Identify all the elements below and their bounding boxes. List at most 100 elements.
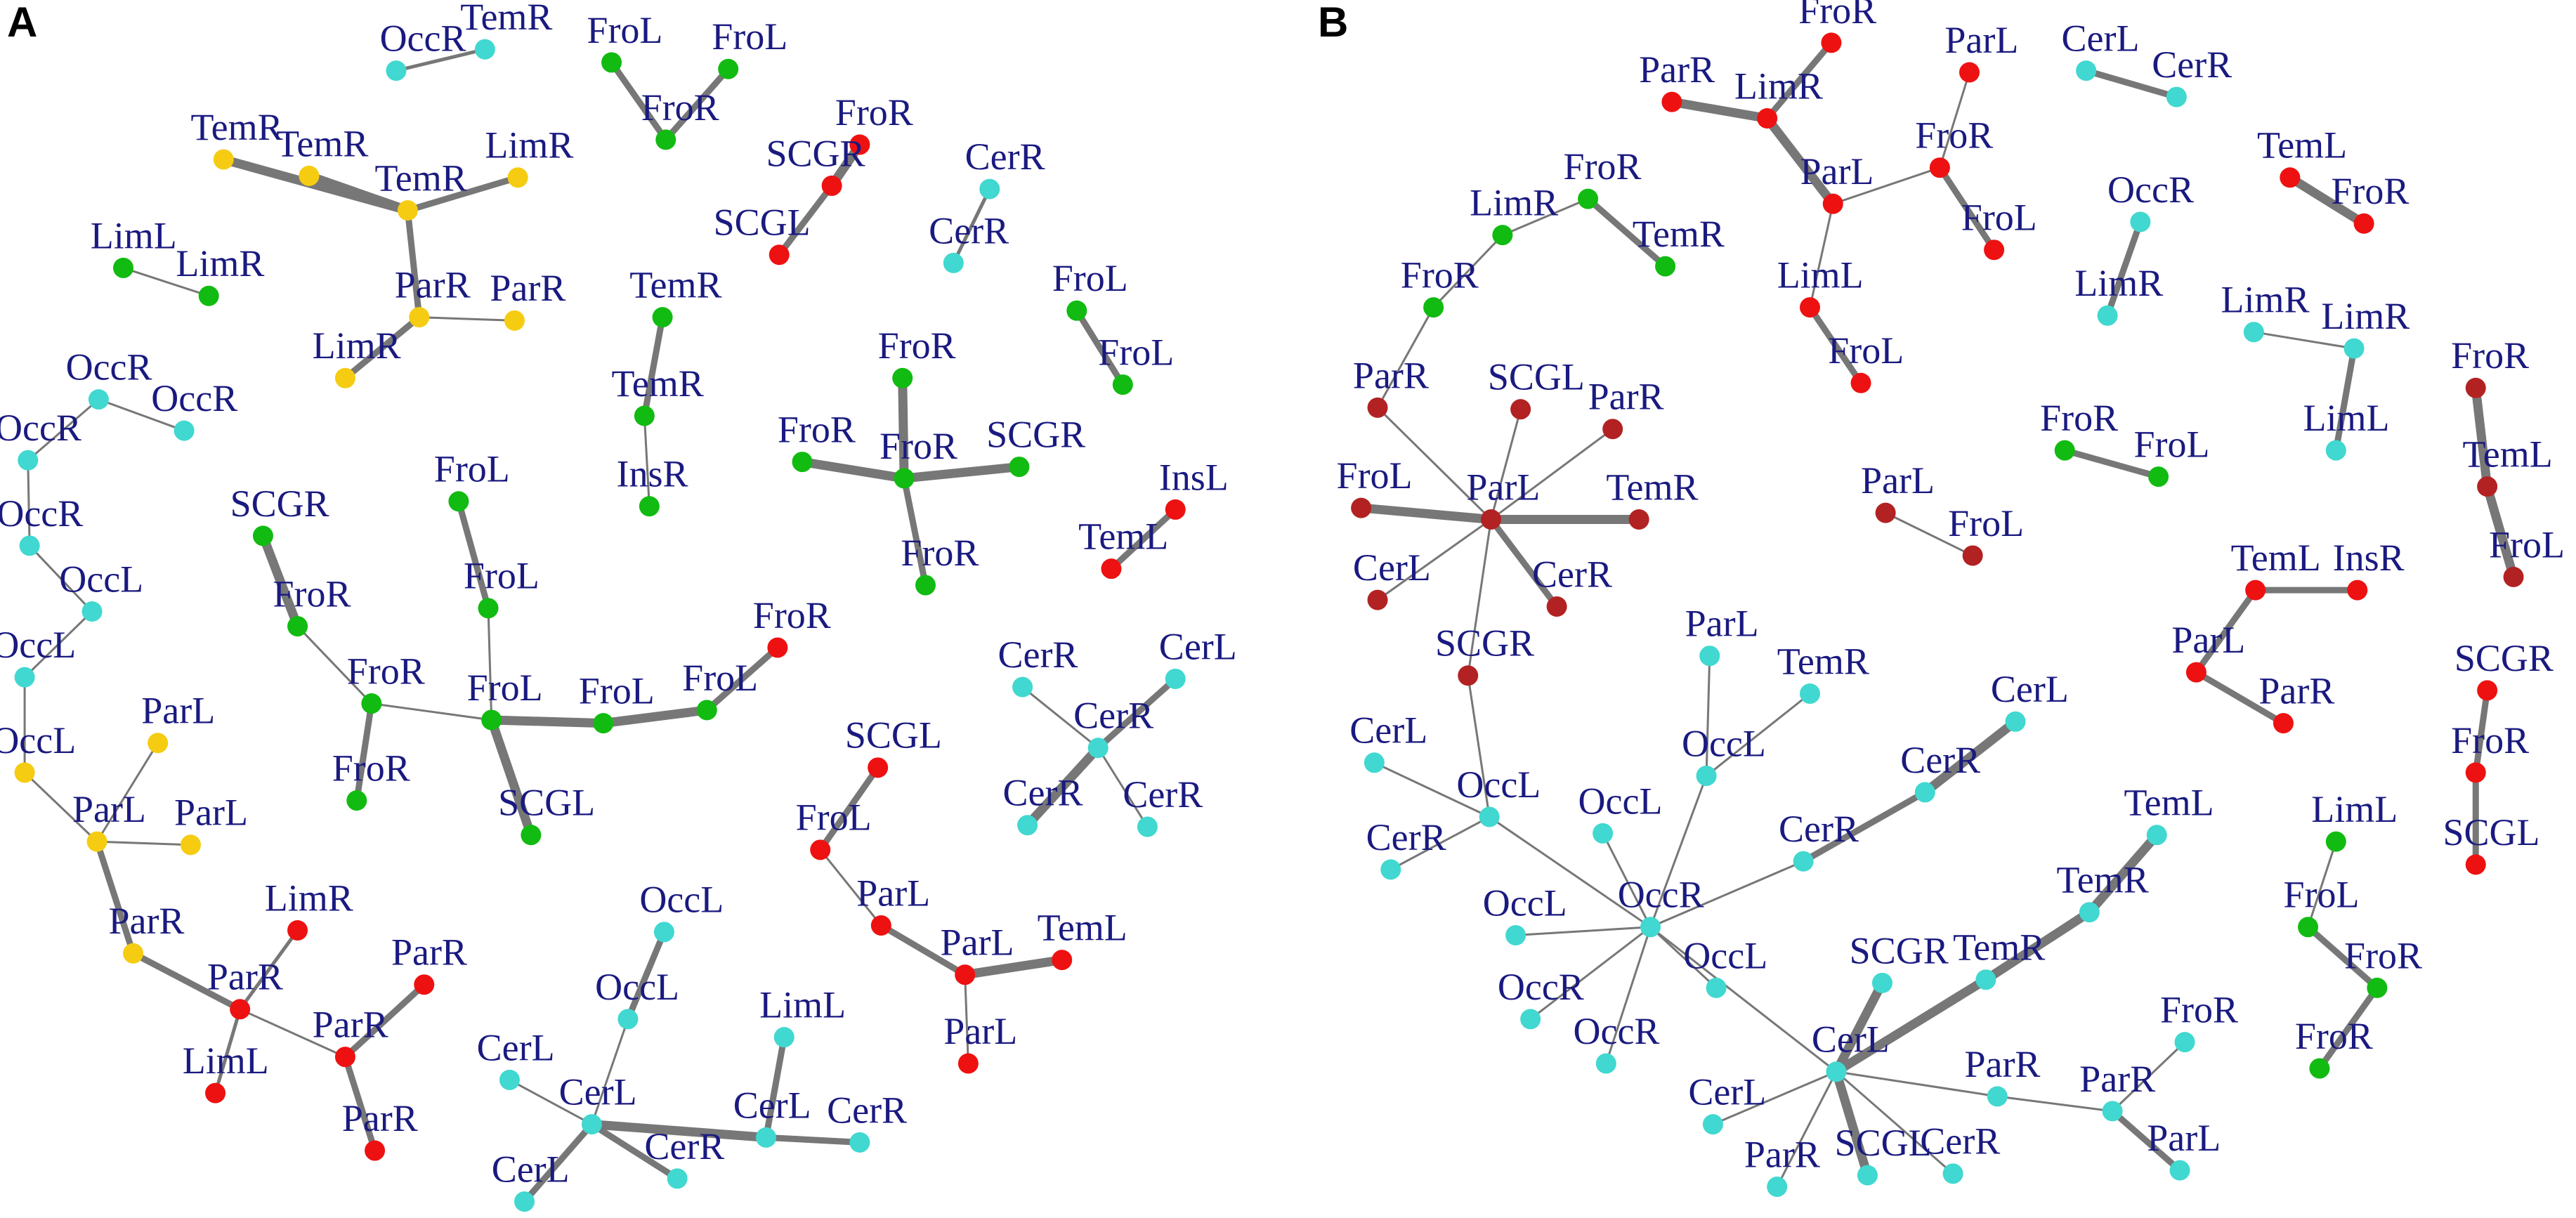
edge-b12-b13 — [2285, 173, 2369, 228]
node-b2 — [1661, 91, 1682, 112]
edge-a44-a45 — [487, 607, 493, 721]
node-label-a25: OccR — [66, 346, 152, 388]
node-a27 — [18, 450, 39, 471]
node-a59 — [868, 757, 889, 778]
edge-a1-a2 — [394, 47, 487, 73]
edge-a74-a78 — [587, 1120, 771, 1142]
node-a8 — [769, 244, 790, 266]
edge-b74-b75 — [2307, 840, 2337, 929]
node-label-b40: InsR — [2333, 537, 2405, 579]
node-label-b22: TemL — [2463, 433, 2553, 476]
node-a28 — [19, 535, 40, 556]
edge-b66-b68 — [1996, 1095, 2114, 1113]
node-a17 — [334, 367, 355, 388]
node-label-b18: LimL — [2303, 397, 2390, 439]
node-label-a1: OccR — [380, 18, 466, 60]
node-b25 — [1492, 225, 1513, 246]
edge-b41-b42 — [2192, 669, 2287, 727]
edge-a59-a60 — [817, 764, 882, 853]
edge-b53-b54 — [1390, 816, 1491, 871]
edge-b32-b36 — [1467, 518, 1493, 677]
node-label-a52: CerR — [1073, 695, 1153, 737]
node-a6 — [849, 134, 870, 155]
node-label-a2: TemR — [460, 0, 552, 38]
edge-b6-b8 — [1808, 202, 1834, 309]
node-b7 — [1984, 240, 2005, 261]
edge-a62-a63 — [960, 955, 1067, 980]
edge-a45-a46 — [487, 715, 608, 728]
edge-a20-a21 — [641, 314, 666, 419]
node-label-b39: TemL — [2231, 537, 2321, 579]
edge-b52-b56 — [1602, 832, 1652, 929]
node-a41 — [361, 693, 382, 714]
node-label-b43: SCGR — [2454, 637, 2554, 679]
node-b69 — [2169, 1160, 2190, 1181]
node-label-b20: FroL — [2134, 424, 2210, 466]
node-a34 — [894, 468, 915, 489]
node-a44 — [478, 598, 499, 619]
edge-a37-a38 — [1108, 506, 1179, 572]
edge-a45-a48 — [487, 715, 536, 840]
node-label-b31: FroL — [1337, 454, 1413, 497]
node-label-a75: LimL — [759, 984, 846, 1026]
node-label-a74: CerL — [559, 1071, 637, 1113]
edge-b47-b48 — [1705, 693, 1811, 778]
node-label-a56: ParL — [141, 690, 215, 732]
node-a18 — [113, 257, 134, 278]
edge-b65-b70 — [1711, 1070, 1838, 1126]
edge-b1-b3 — [1764, 39, 1835, 122]
node-label-a46: FroL — [579, 670, 655, 712]
node-b9 — [1850, 372, 1871, 393]
edge-b25-b27 — [1432, 234, 1504, 309]
node-b56 — [1640, 917, 1661, 938]
edge-b10-b11 — [2083, 67, 2180, 100]
node-label-a9: CerR — [965, 136, 1045, 178]
node-b38 — [1962, 545, 1983, 566]
node-a42 — [346, 790, 367, 811]
node-a52 — [1087, 738, 1109, 759]
node-label-a58: ParR — [108, 900, 184, 942]
node-b49 — [2005, 711, 2026, 732]
node-b71 — [1767, 1177, 1788, 1198]
node-label-a18: LimL — [91, 214, 177, 256]
node-label-a62: ParL — [941, 922, 1014, 964]
node-label-b24: FroR — [1563, 145, 1641, 188]
node-label-b32: ParL — [1466, 466, 1540, 508]
node-a5 — [655, 129, 676, 150]
edge-a27-a28 — [27, 459, 31, 547]
edge-b55-b56 — [1649, 860, 1805, 929]
node-label-a11: TemR — [190, 106, 282, 148]
node-b33 — [1628, 509, 1649, 530]
edge-b28-b32 — [1376, 406, 1493, 520]
node-a45 — [481, 709, 502, 731]
node-label-b63: SCGR — [1850, 929, 1949, 971]
node-label-b4: ParL — [1944, 19, 2018, 61]
edge-a55-a56 — [96, 742, 159, 843]
node-b27 — [1423, 297, 1444, 318]
node-a64 — [957, 1053, 979, 1074]
edge-b62-b64 — [1981, 908, 2094, 985]
node-a21 — [634, 405, 655, 426]
node-label-b70: CerL — [1688, 1071, 1766, 1113]
node-b41 — [2185, 662, 2206, 683]
node-label-b77: FroR — [2295, 1015, 2373, 1057]
edge-b27-b28 — [1376, 306, 1435, 409]
node-a11 — [213, 149, 234, 170]
node-label-b47: TemR — [1777, 640, 1869, 682]
edge-b56-b58 — [1649, 926, 1718, 989]
node-label-a17: LimR — [313, 325, 401, 367]
edge-a3-a5 — [608, 59, 669, 143]
node-label-a43: FroL — [434, 448, 510, 490]
edge-a66-a69 — [214, 1007, 242, 1095]
node-label-b67: FroR — [2160, 989, 2238, 1031]
edge-a55-a57 — [96, 840, 192, 846]
edge-b49-b50 — [1920, 716, 2020, 797]
node-a67 — [334, 1047, 355, 1068]
edge-a78-a75 — [763, 1034, 787, 1141]
node-b75 — [2298, 917, 2319, 938]
node-b55 — [1793, 851, 1814, 872]
edge-b14-b15 — [2104, 218, 2144, 319]
node-b28 — [1367, 397, 1388, 418]
